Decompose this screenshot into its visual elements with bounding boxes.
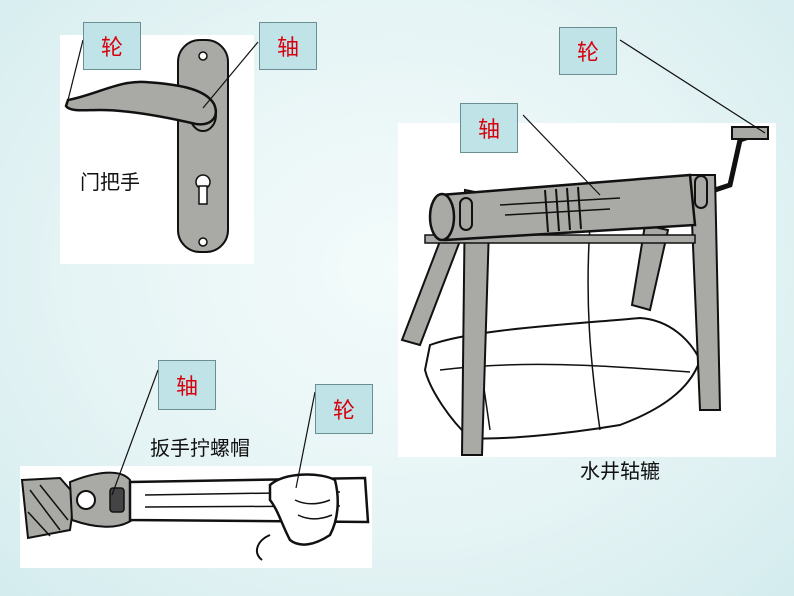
axle-label-door: 轴 — [259, 22, 317, 70]
wheel-label-wrench: 轮 — [315, 384, 373, 434]
windlass-caption: 水井轱辘 — [580, 459, 660, 483]
wrench-caption: 扳手拧螺帽 — [150, 436, 250, 460]
axle-label-wrench: 轴 — [158, 360, 216, 410]
door-handle-caption: 门把手 — [80, 170, 140, 194]
wheel-label-windlass: 轮 — [559, 27, 617, 75]
axle-label-windlass: 轴 — [460, 103, 518, 153]
wheel-label-door: 轮 — [83, 22, 141, 70]
